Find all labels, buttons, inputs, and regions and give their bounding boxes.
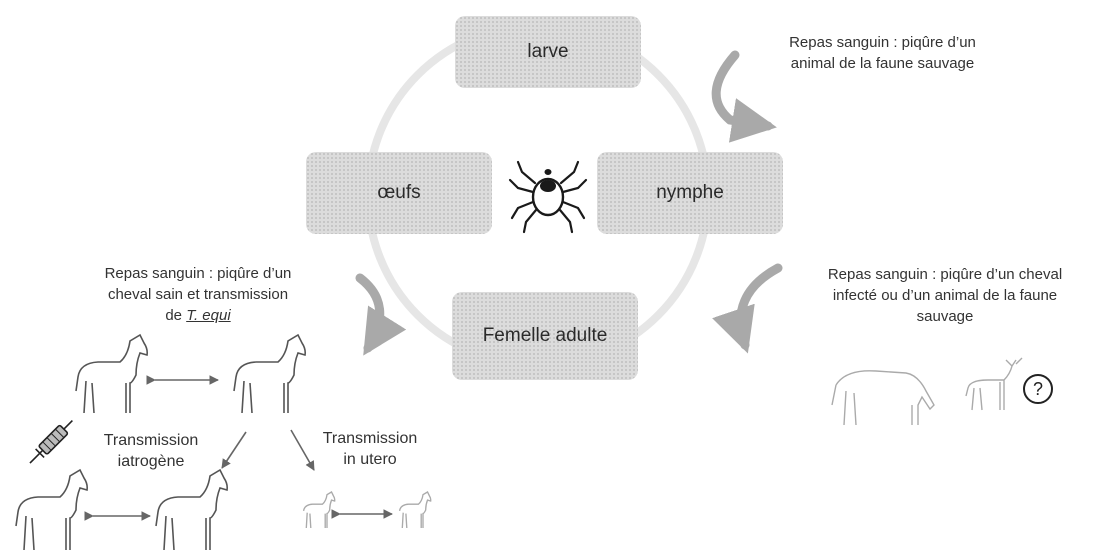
meal-adulte-prefix: de bbox=[165, 307, 187, 324]
iatrogenic-line-1: Transmission bbox=[103, 432, 199, 449]
meal-nymphe-text: Repas sanguin : piqûre d’un cheval infec… bbox=[790, 264, 1100, 327]
meal-arrow-adulte bbox=[355, 273, 407, 356]
meal-adulte-line-1: Repas sanguin : piqûre d’un bbox=[104, 265, 292, 282]
meal-adulte-text: Repas sanguin : piqûre d’un cheval sain … bbox=[58, 263, 338, 326]
horse-icon-3 bbox=[15, 468, 88, 551]
stage-femelle-adulte: Femelle adulte bbox=[452, 292, 638, 380]
syringe-icon bbox=[29, 420, 73, 464]
meal-adulte-line-2: cheval sain et transmission bbox=[107, 286, 289, 303]
stage-oeufs: œufs bbox=[306, 152, 492, 234]
meal-nymphe-line-3: sauvage bbox=[916, 308, 974, 325]
meal-nymphe-line-2: infecté ou d’un animal de la faune bbox=[832, 287, 1058, 304]
meal-arrow-nymphe bbox=[712, 263, 783, 354]
tick-icon bbox=[508, 160, 588, 234]
meal-adulte-line-3: de T. equi bbox=[58, 305, 338, 326]
arrow-in-utero bbox=[290, 429, 315, 471]
horse-icon-1 bbox=[75, 333, 148, 414]
meal-nymphe-line-1: Repas sanguin : piqûre d’un cheval bbox=[827, 266, 1063, 283]
species-name: T. equi bbox=[186, 307, 231, 324]
stage-larve: larve bbox=[455, 16, 641, 88]
question-icon bbox=[1023, 374, 1053, 404]
transmission-in-utero-label: Transmission in utero bbox=[300, 428, 440, 470]
in-utero-line-2: in utero bbox=[343, 451, 397, 468]
meal-larve-line-2: animal de la faune sauvage bbox=[790, 55, 975, 72]
meal-larve-line-1: Repas sanguin : piqûre d’un bbox=[789, 34, 976, 51]
foal-icon-2 bbox=[398, 491, 432, 529]
grazing-horse-icon bbox=[831, 370, 935, 426]
transmission-iatrogenic-label: Transmission iatrogène bbox=[76, 430, 226, 472]
iatrogenic-line-2: iatrogène bbox=[117, 453, 185, 470]
deer-icon bbox=[965, 357, 1023, 411]
in-utero-line-1: Transmission bbox=[322, 430, 418, 447]
meal-larve-text: Repas sanguin : piqûre d’un animal de la… bbox=[740, 32, 1025, 74]
horse-icon-4 bbox=[155, 468, 228, 551]
stage-nymphe: nymphe bbox=[597, 152, 783, 234]
meal-arrow-larve bbox=[711, 50, 777, 143]
question-mark: ? bbox=[1032, 379, 1043, 399]
foal-icon-1 bbox=[302, 491, 336, 529]
horse-icon-2 bbox=[233, 333, 306, 414]
arrow-iatrogenic bbox=[221, 431, 247, 469]
